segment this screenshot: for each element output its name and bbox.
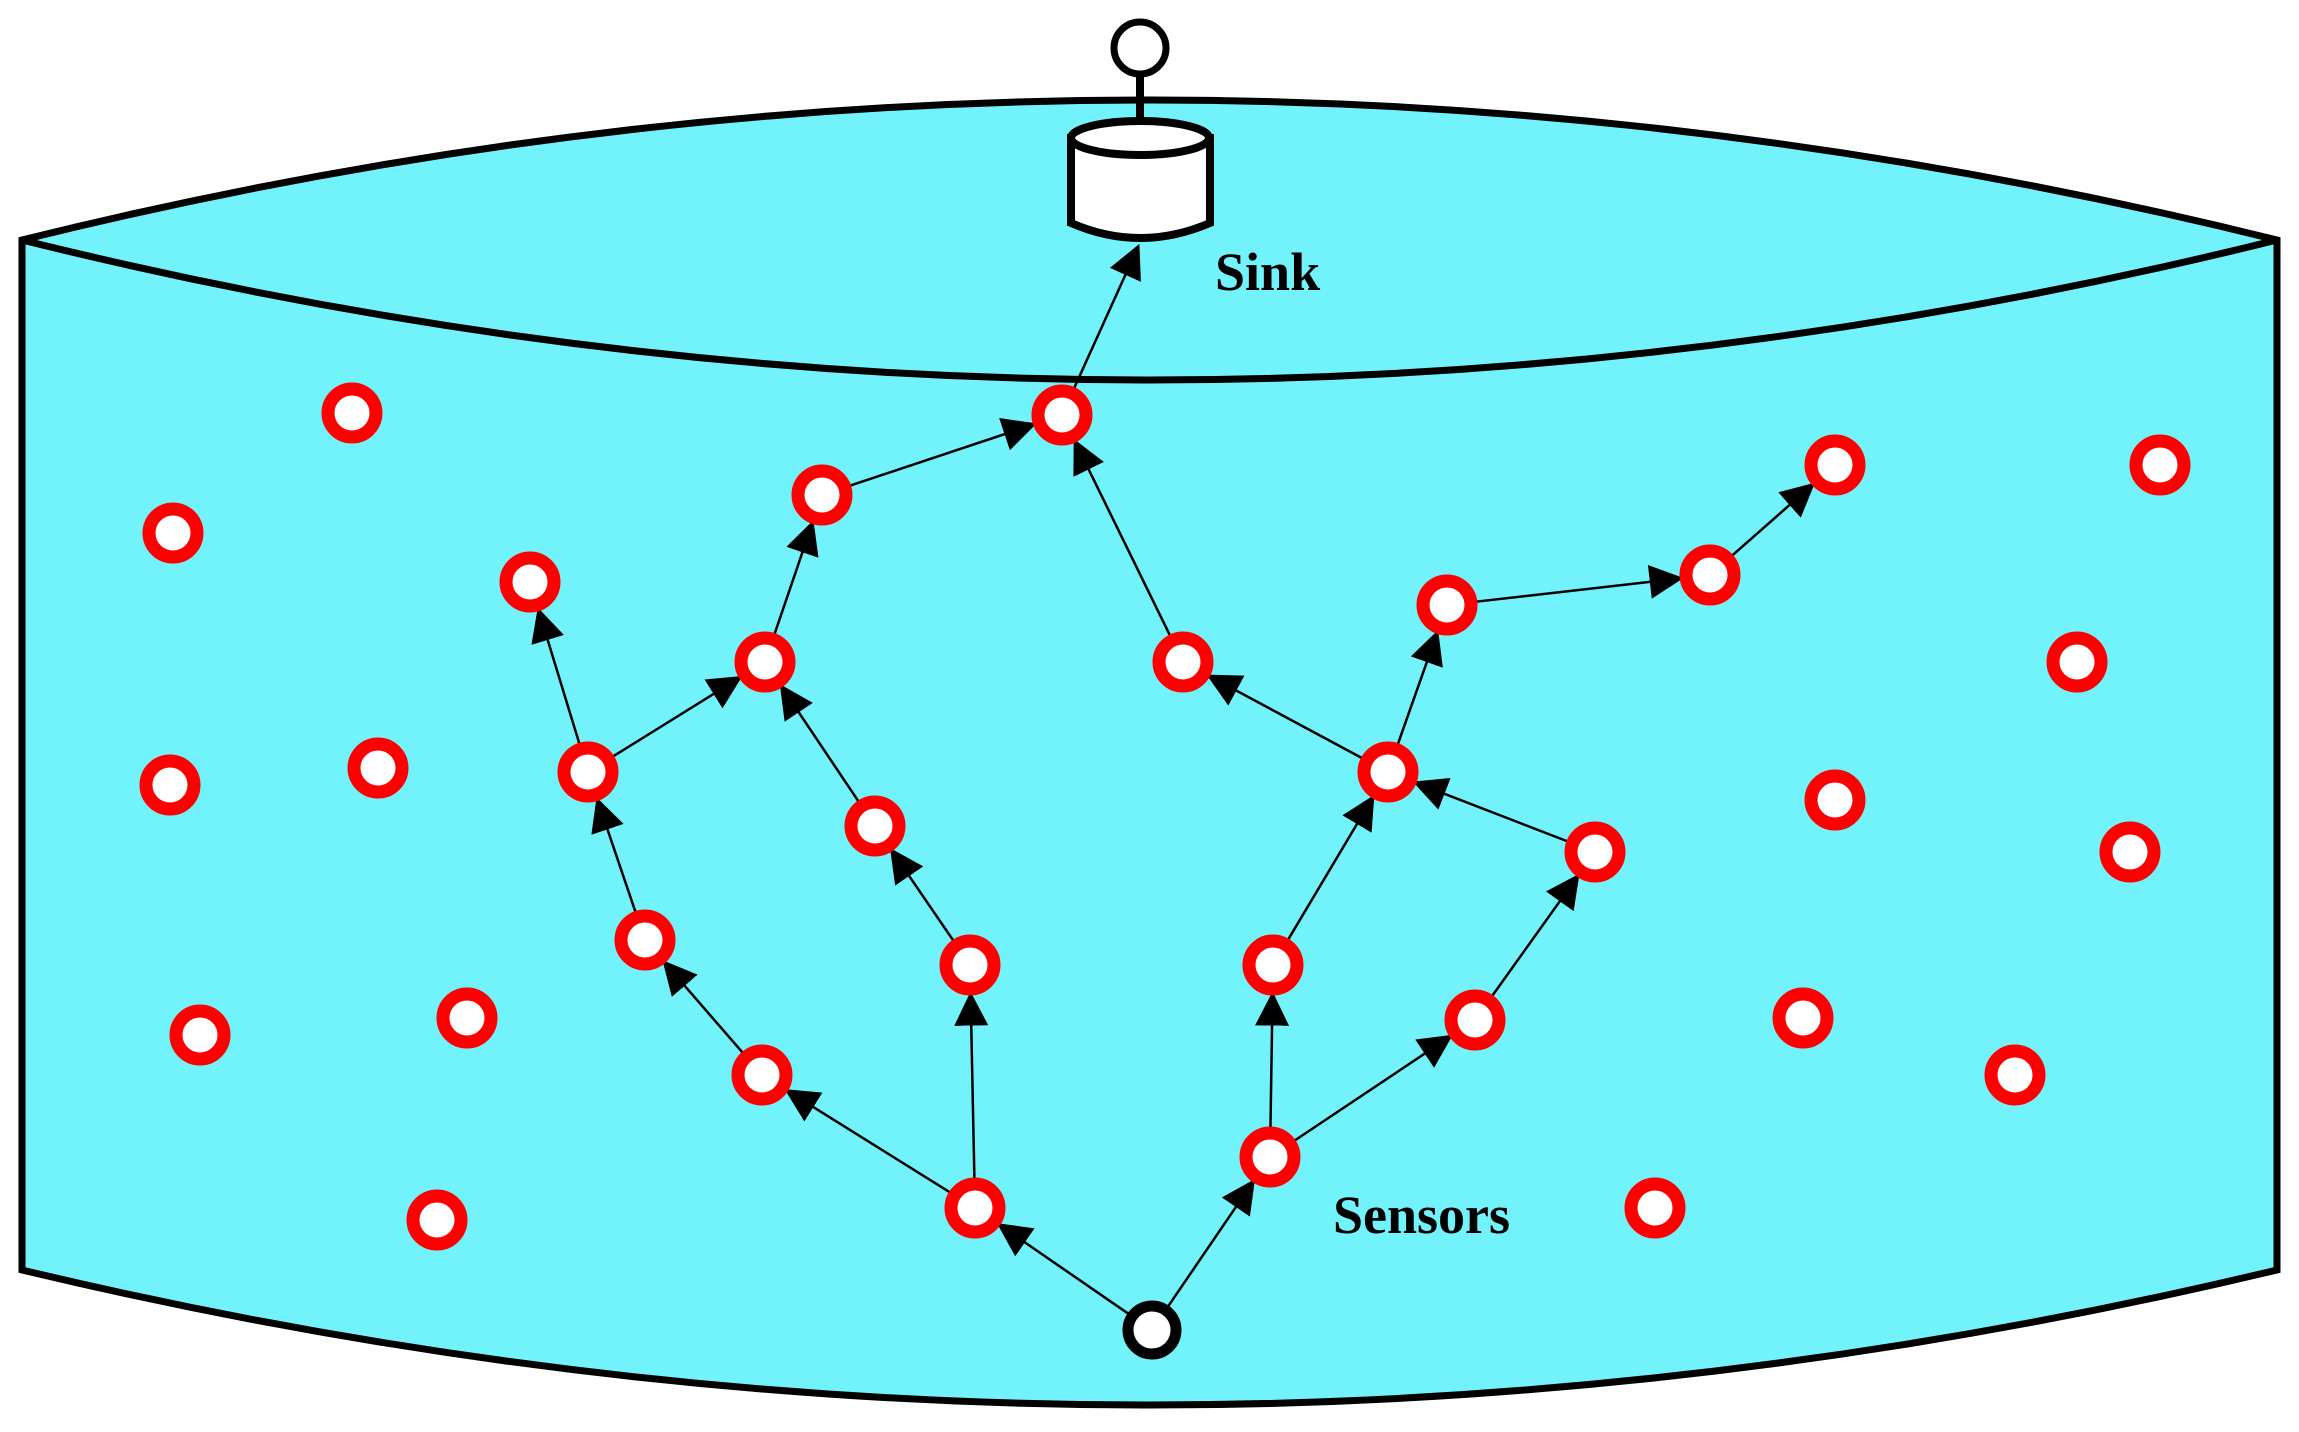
route-arrow-b6-a10 bbox=[1073, 438, 1173, 639]
route-arrow-src-b1 bbox=[1166, 1178, 1256, 1309]
sensors-label: Sensors bbox=[1333, 1185, 1510, 1245]
water-body bbox=[18, 96, 2281, 1409]
sensor-node-icon bbox=[1772, 987, 1834, 1049]
water-surface-line bbox=[21, 236, 2278, 384]
route-arrow-a1-a2 bbox=[784, 1089, 953, 1195]
sensor-node-icon bbox=[436, 987, 498, 1049]
sensor-node-icon bbox=[1152, 631, 1214, 693]
sensor-node-icon bbox=[1444, 989, 1506, 1051]
buoy-sink-icon bbox=[1067, 18, 1214, 242]
sensor-node-icon bbox=[321, 382, 383, 444]
sensor-node-icon bbox=[169, 1004, 231, 1066]
sensor-nodes bbox=[139, 382, 2191, 1360]
route-arrow-a4-a6 bbox=[591, 797, 638, 915]
sensor-node-icon bbox=[1679, 544, 1741, 606]
route-arrow-a6-a8 bbox=[531, 607, 582, 747]
route-arrow-a5-a7 bbox=[779, 684, 861, 805]
route-arrow-a6-a7 bbox=[610, 676, 743, 759]
sensor-node-icon bbox=[734, 631, 796, 693]
route-arrow-src-a1 bbox=[996, 1223, 1131, 1316]
route-arrow-a1-a3 bbox=[954, 991, 989, 1182]
route-arrow-b4-b5 bbox=[1412, 777, 1571, 844]
sink-label: Sink bbox=[1215, 242, 1320, 302]
sensor-node-icon bbox=[1804, 434, 1866, 496]
route-arrow-to-sink bbox=[1071, 243, 1141, 391]
sensor-node-icon bbox=[347, 737, 409, 799]
sensor-node-icon bbox=[791, 464, 853, 526]
sensor-node-icon bbox=[2099, 821, 2161, 883]
routing-arrows bbox=[531, 243, 1816, 1316]
sensor-node-icon bbox=[1239, 1126, 1301, 1188]
sensor-node-icon bbox=[1031, 384, 1093, 446]
route-arrow-b5-b7 bbox=[1395, 630, 1443, 747]
sensor-node-icon bbox=[499, 551, 561, 613]
source-node-icon bbox=[1122, 1300, 1182, 1360]
route-arrow-a2-a4 bbox=[662, 960, 746, 1056]
route-arrow-b5-b6 bbox=[1206, 674, 1365, 761]
sensor-node-icon bbox=[557, 741, 619, 803]
route-arrow-a3-a5 bbox=[890, 847, 956, 944]
sensor-node-icon bbox=[1357, 741, 1419, 803]
sensor-node-icon bbox=[939, 934, 1001, 996]
sensor-node-icon bbox=[1624, 1177, 1686, 1239]
route-arrow-b1-b2 bbox=[1255, 991, 1290, 1131]
sensor-node-icon bbox=[142, 502, 204, 564]
route-arrow-b7-b8 bbox=[1473, 564, 1684, 604]
sensor-node-icon bbox=[2046, 631, 2108, 693]
route-arrow-b1-b3 bbox=[1291, 1034, 1453, 1144]
sensor-node-icon bbox=[844, 795, 906, 857]
sensor-node-icon bbox=[731, 1044, 793, 1106]
route-arrow-b3-b4 bbox=[1489, 873, 1580, 999]
sensor-node-icon bbox=[944, 1177, 1006, 1239]
sensor-node-icon bbox=[1242, 934, 1304, 996]
route-arrow-b2-b5 bbox=[1285, 794, 1375, 943]
route-arrow-a7-a9 bbox=[772, 520, 819, 637]
sensor-node-icon bbox=[139, 754, 201, 816]
sensor-node-icon bbox=[614, 909, 676, 971]
sensor-node-icon bbox=[1804, 769, 1866, 831]
sensor-node-icon bbox=[1564, 821, 1626, 883]
sensor-node-icon bbox=[1984, 1044, 2046, 1106]
sensor-node-icon bbox=[406, 1189, 468, 1251]
route-arrow-b8-b9 bbox=[1729, 482, 1816, 559]
route-arrow-a9-a10 bbox=[847, 418, 1037, 488]
sensor-node-icon bbox=[2129, 434, 2191, 496]
sensor-node-icon bbox=[1416, 574, 1478, 636]
